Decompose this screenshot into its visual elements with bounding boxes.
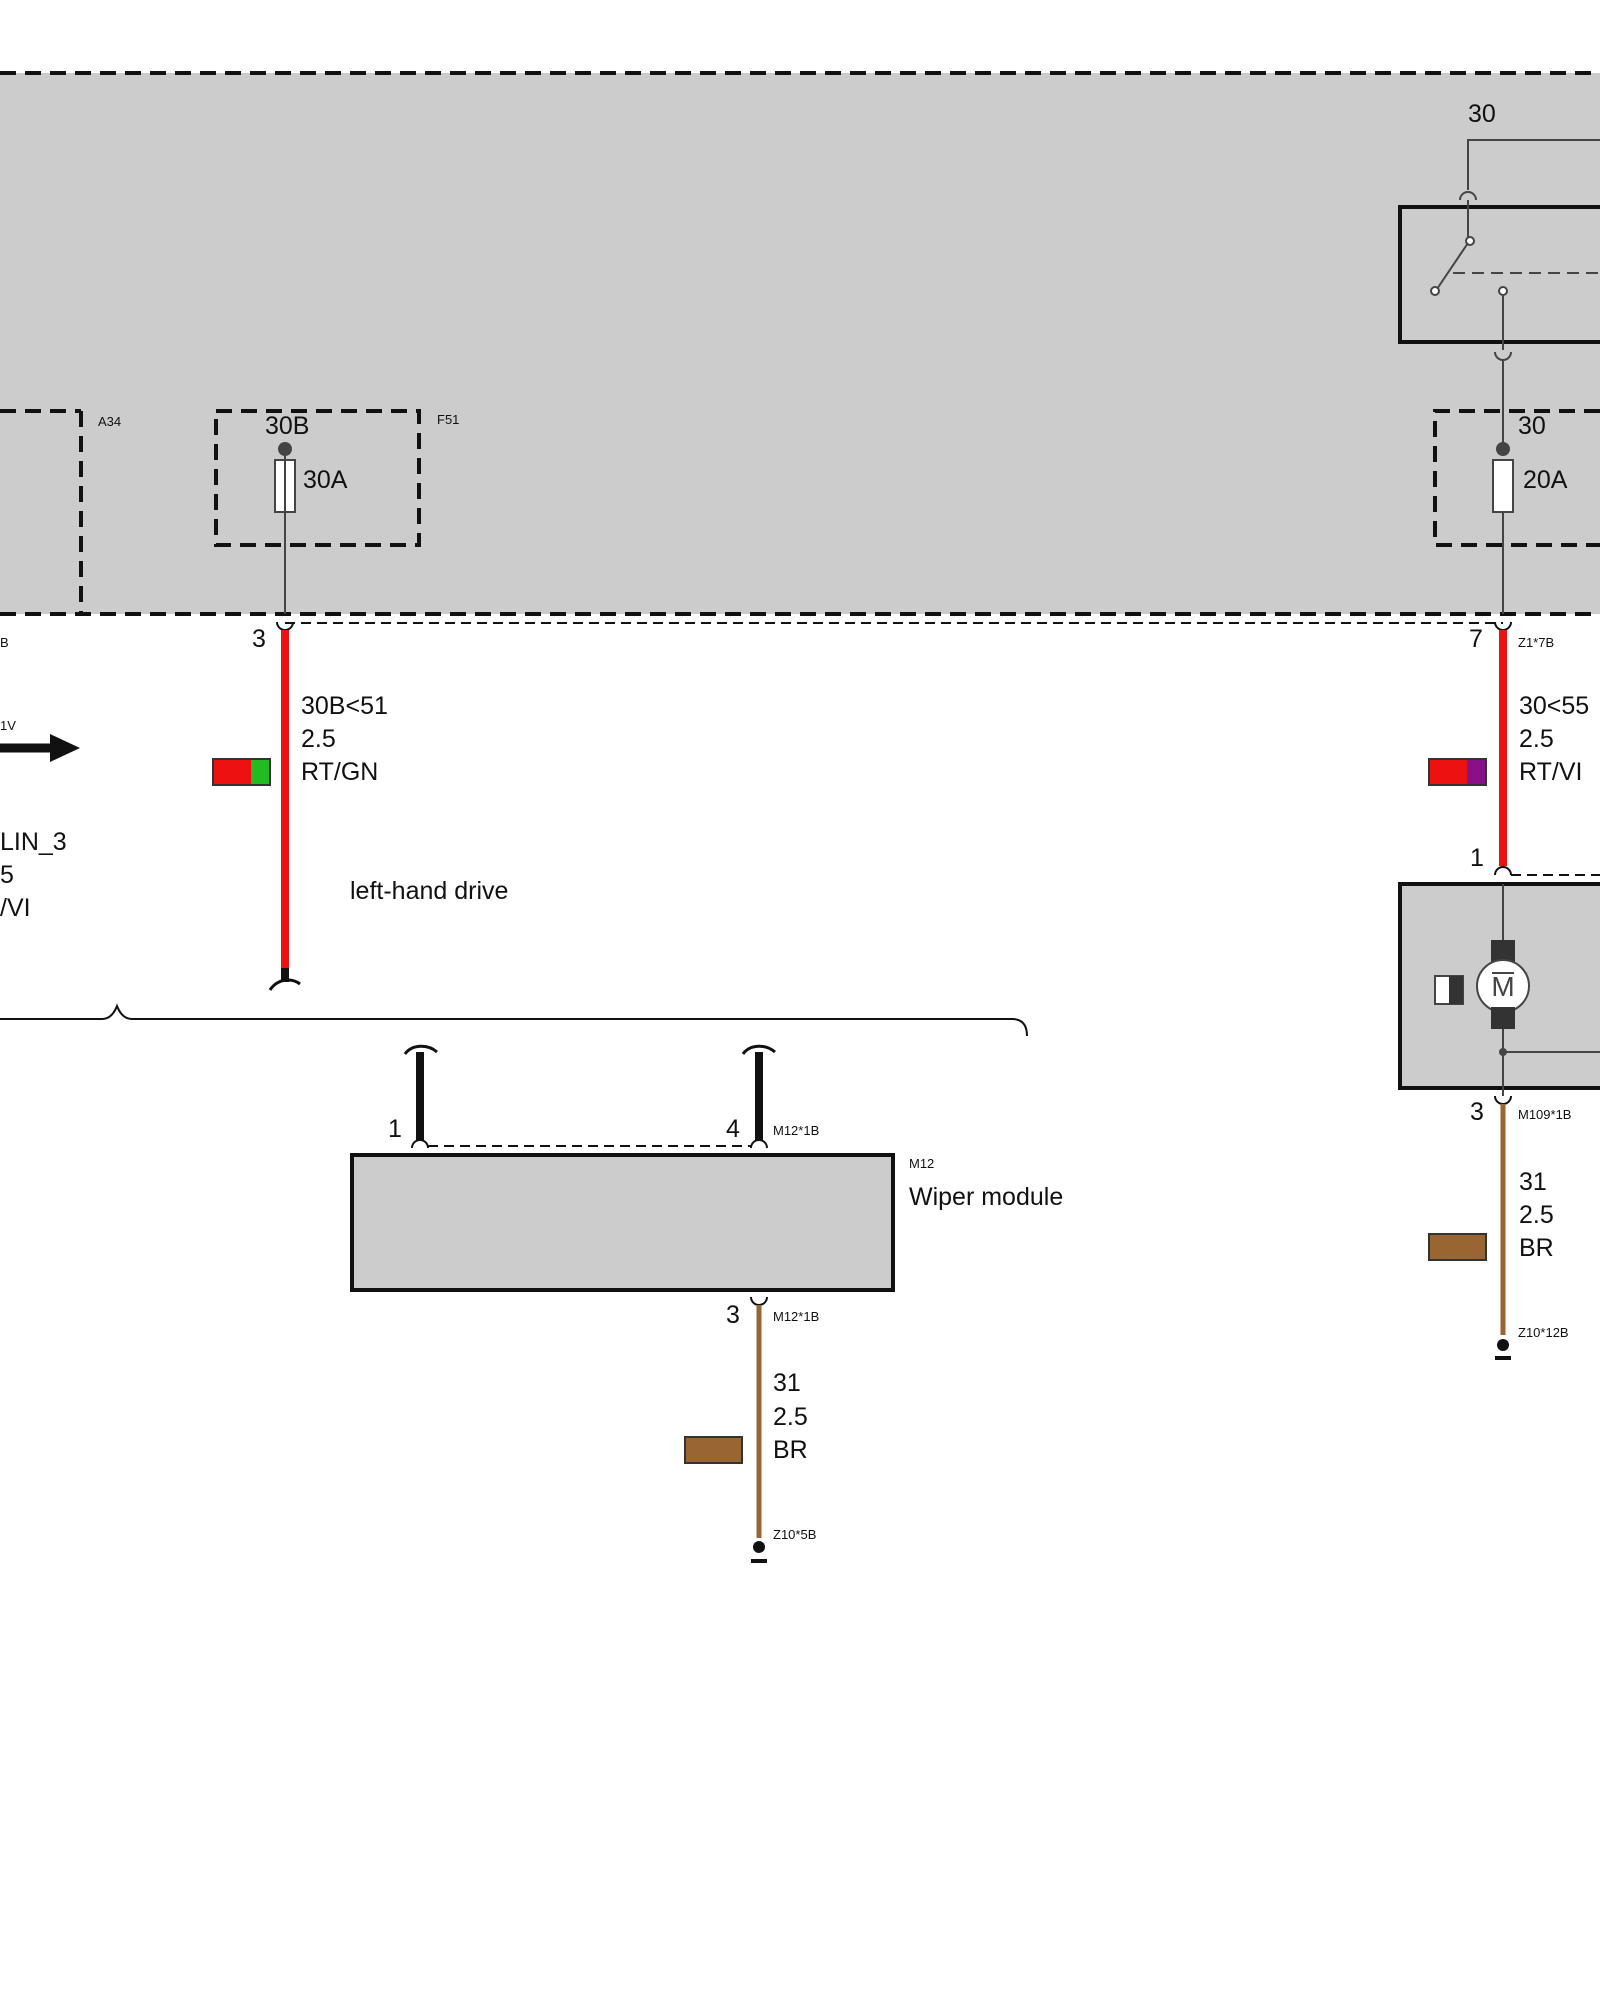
motor-ground-connector: Z10*12B — [1518, 1325, 1569, 1340]
wiper-name: Wiper module — [909, 1183, 1063, 1211]
w1-signal: 30B<51 — [301, 692, 388, 720]
f51-code: F51 — [437, 412, 459, 427]
motor-side-icon — [1434, 975, 1464, 1005]
pin-wiper-in-4: 4 — [726, 1115, 740, 1143]
left-wire-line-2: 5 — [0, 861, 14, 889]
w2-signal: 30<55 — [1519, 692, 1589, 720]
wire-31-motor: 3 M109*1B 31 2.5 BR Z10*12B — [1428, 1098, 1571, 1360]
w4-signal: 31 — [1519, 1168, 1547, 1196]
wiper-ground-icon — [751, 1541, 767, 1563]
pin-f51-out: 3 — [252, 625, 266, 653]
module-right-fuse: 30 20A — [1433, 409, 1600, 614]
wiper-module-body — [350, 1153, 895, 1292]
w3-signal: 31 — [773, 1369, 801, 1397]
w1-size: 2.5 — [301, 725, 336, 753]
w4-color: BR — [1519, 1234, 1554, 1262]
fuse-20a-icon — [1492, 459, 1514, 513]
w2-color: RT/VI — [1519, 758, 1582, 786]
w2-size: 2.5 — [1519, 725, 1554, 753]
right-out-connector: Z1*7B — [1518, 635, 1554, 650]
motor-gnd-connector: M109*1B — [1518, 1107, 1571, 1122]
left-wire-line-3: /VI — [0, 894, 31, 922]
left-arrow-label: 1V — [0, 718, 16, 733]
junction-box-body — [0, 73, 1600, 614]
wiper-ground-connector: Z10*5B — [773, 1527, 816, 1542]
wiper-code: M12 — [909, 1156, 934, 1171]
f51-terminal: 30B — [265, 412, 309, 440]
drive-note: left-hand drive — [350, 877, 508, 905]
motor-module: M — [1398, 882, 1600, 1105]
wiper-input-wire-4: 4 M12*1B — [726, 1044, 819, 1149]
pin-motor-in: 1 — [1470, 844, 1484, 872]
wiper-gnd-connector: M12*1B — [773, 1309, 819, 1324]
w4-size: 2.5 — [1519, 1201, 1554, 1229]
pin-wiper-in-1: 1 — [388, 1115, 402, 1143]
wiper-input-wire-1: 1 — [388, 1044, 438, 1149]
relay-module: 30 — [1398, 100, 1600, 449]
brace — [0, 1003, 1028, 1037]
a34-code: A34 — [98, 414, 121, 429]
right-fuse-terminal: 30 — [1518, 412, 1546, 440]
relay-supply-terminal: 30 — [1468, 100, 1496, 128]
pin-right-out: 7 — [1469, 625, 1483, 653]
right-arrow-icon — [0, 734, 80, 762]
pin-motor-gnd: 3 — [1470, 1098, 1484, 1126]
w2-color-swatch — [1428, 758, 1487, 786]
w3-size: 2.5 — [773, 1403, 808, 1431]
w3-color-swatch — [684, 1436, 743, 1464]
wiper-module: 1 4 M12*1B M12 Wiper module — [350, 1044, 1063, 1306]
w1-color: RT/GN — [301, 758, 378, 786]
w1-color-swatch — [212, 758, 271, 786]
w3-color: BR — [773, 1436, 808, 1464]
wire-30b-51: 3 30B<51 2.5 RT/GN — [212, 621, 388, 991]
module-a34: A34 — [0, 409, 121, 614]
left-wire-line-1: LIN_3 — [0, 828, 67, 856]
motor-ground-icon — [1495, 1339, 1511, 1360]
f51-rating: 30A — [303, 466, 348, 494]
pin-wiper-gnd: 3 — [726, 1301, 740, 1329]
module-f51-fuse: F51 30B 30A — [214, 409, 459, 614]
left-connector-suffix: B — [0, 635, 9, 650]
wire-31-wiper: 3 M12*1B 31 2.5 BR Z10*5B — [684, 1301, 819, 1563]
motor-icon-letter: M — [1491, 971, 1514, 1002]
right-fuse-rating: 20A — [1523, 466, 1568, 494]
right-fuse-terminal-dot — [1496, 442, 1510, 456]
w4-color-swatch — [1428, 1233, 1487, 1261]
relay-switch-contact — [1436, 242, 1469, 290]
wire-30-55: 7 Z1*7B 30<55 2.5 RT/VI 1 — [1428, 621, 1600, 876]
wiper-in-connector: M12*1B — [773, 1123, 819, 1138]
